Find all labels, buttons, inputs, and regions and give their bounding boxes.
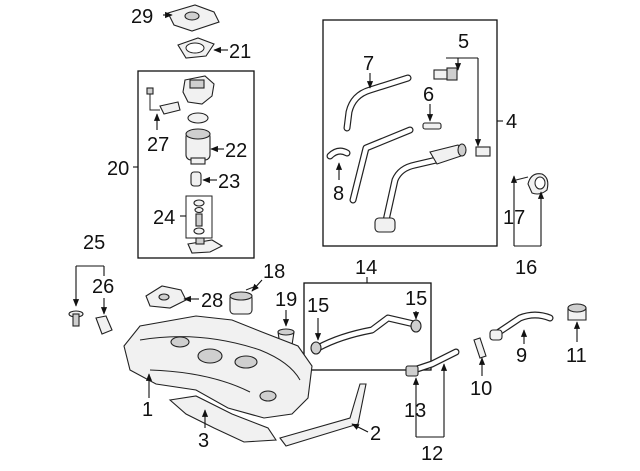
- part-27-sender-bracket[interactable]: [146, 87, 181, 115]
- callout-10: 10: [470, 378, 492, 400]
- leader-18: [251, 279, 263, 292]
- callout-24: 24: [153, 207, 175, 229]
- callout-12: 12: [421, 443, 443, 465]
- part-7-breather-hose[interactable]: [343, 74, 412, 132]
- part-28-cover[interactable]: [145, 285, 187, 309]
- callout-9: 9: [516, 345, 527, 367]
- part-pump-strainer[interactable]: [187, 237, 224, 254]
- callout-15-left: 15: [307, 295, 329, 317]
- part-23-pump-filter-sleeve[interactable]: [190, 171, 202, 187]
- callout-22: 22: [225, 140, 247, 162]
- part-29-cover-plate[interactable]: [167, 4, 220, 32]
- callout-7: 7: [363, 53, 374, 75]
- callout-14: 14: [355, 257, 377, 279]
- part-12-vent-pipe[interactable]: [405, 348, 460, 377]
- part-19-grommet[interactable]: [277, 328, 295, 346]
- callout-11: 11: [566, 345, 587, 367]
- callout-2: 2: [370, 423, 381, 445]
- callout-6: 6: [423, 84, 434, 106]
- part-5-clamp[interactable]: [433, 67, 491, 157]
- callout-8: 8: [333, 183, 344, 205]
- callout-20: 20: [107, 158, 129, 180]
- part-17-fuel-door[interactable]: [515, 173, 549, 195]
- callout-29: 29: [131, 6, 153, 28]
- part-6-clip[interactable]: [422, 122, 442, 130]
- callout-23: 23: [218, 171, 240, 193]
- callout-5: 5: [458, 31, 469, 53]
- leader-2: [351, 423, 369, 433]
- callout-16: 16: [515, 257, 537, 279]
- callout-3: 3: [198, 430, 209, 452]
- part-11-cap-grommet[interactable]: [567, 303, 587, 321]
- callout-19: 19: [275, 289, 297, 311]
- filler-pipe-group-box: [322, 19, 498, 247]
- callout-27: 27: [147, 134, 169, 156]
- part-22-fuel-pump[interactable]: [185, 128, 211, 165]
- callout-18: 18: [263, 261, 285, 283]
- callout-25: 25: [83, 232, 105, 254]
- part-pump-seal[interactable]: [187, 112, 209, 124]
- part-25-bolt[interactable]: [68, 310, 84, 327]
- part-18-valve[interactable]: [229, 285, 257, 315]
- part-9-filler-neck-hose[interactable]: [489, 311, 554, 341]
- callout-21: 21: [229, 41, 251, 63]
- callout-1: 1: [142, 399, 153, 421]
- callout-28: 28: [201, 290, 223, 312]
- part-4-filler-pipe[interactable]: [349, 126, 467, 233]
- part-fuel-pump-module-top[interactable]: [182, 75, 215, 105]
- callout-4: 4: [506, 111, 517, 133]
- callout-13: 13: [404, 400, 426, 422]
- part-21-gasket[interactable]: [177, 37, 215, 59]
- part-8-hose[interactable]: [326, 147, 351, 160]
- part-3-heat-shield[interactable]: [168, 395, 277, 443]
- part-24-filter-kit[interactable]: [185, 195, 213, 239]
- part-10-clip[interactable]: [473, 337, 487, 359]
- part-26-bracket[interactable]: [95, 315, 113, 335]
- part-14-vent-hose[interactable]: [310, 314, 422, 355]
- callout-17: 17: [503, 207, 525, 229]
- fuel-pump-group-box: [137, 70, 255, 259]
- part-1-fuel-tank[interactable]: [123, 315, 313, 419]
- callout-15-right: 15: [405, 288, 427, 310]
- part-2-tank-strap[interactable]: [279, 383, 367, 447]
- callout-26: 26: [92, 276, 114, 298]
